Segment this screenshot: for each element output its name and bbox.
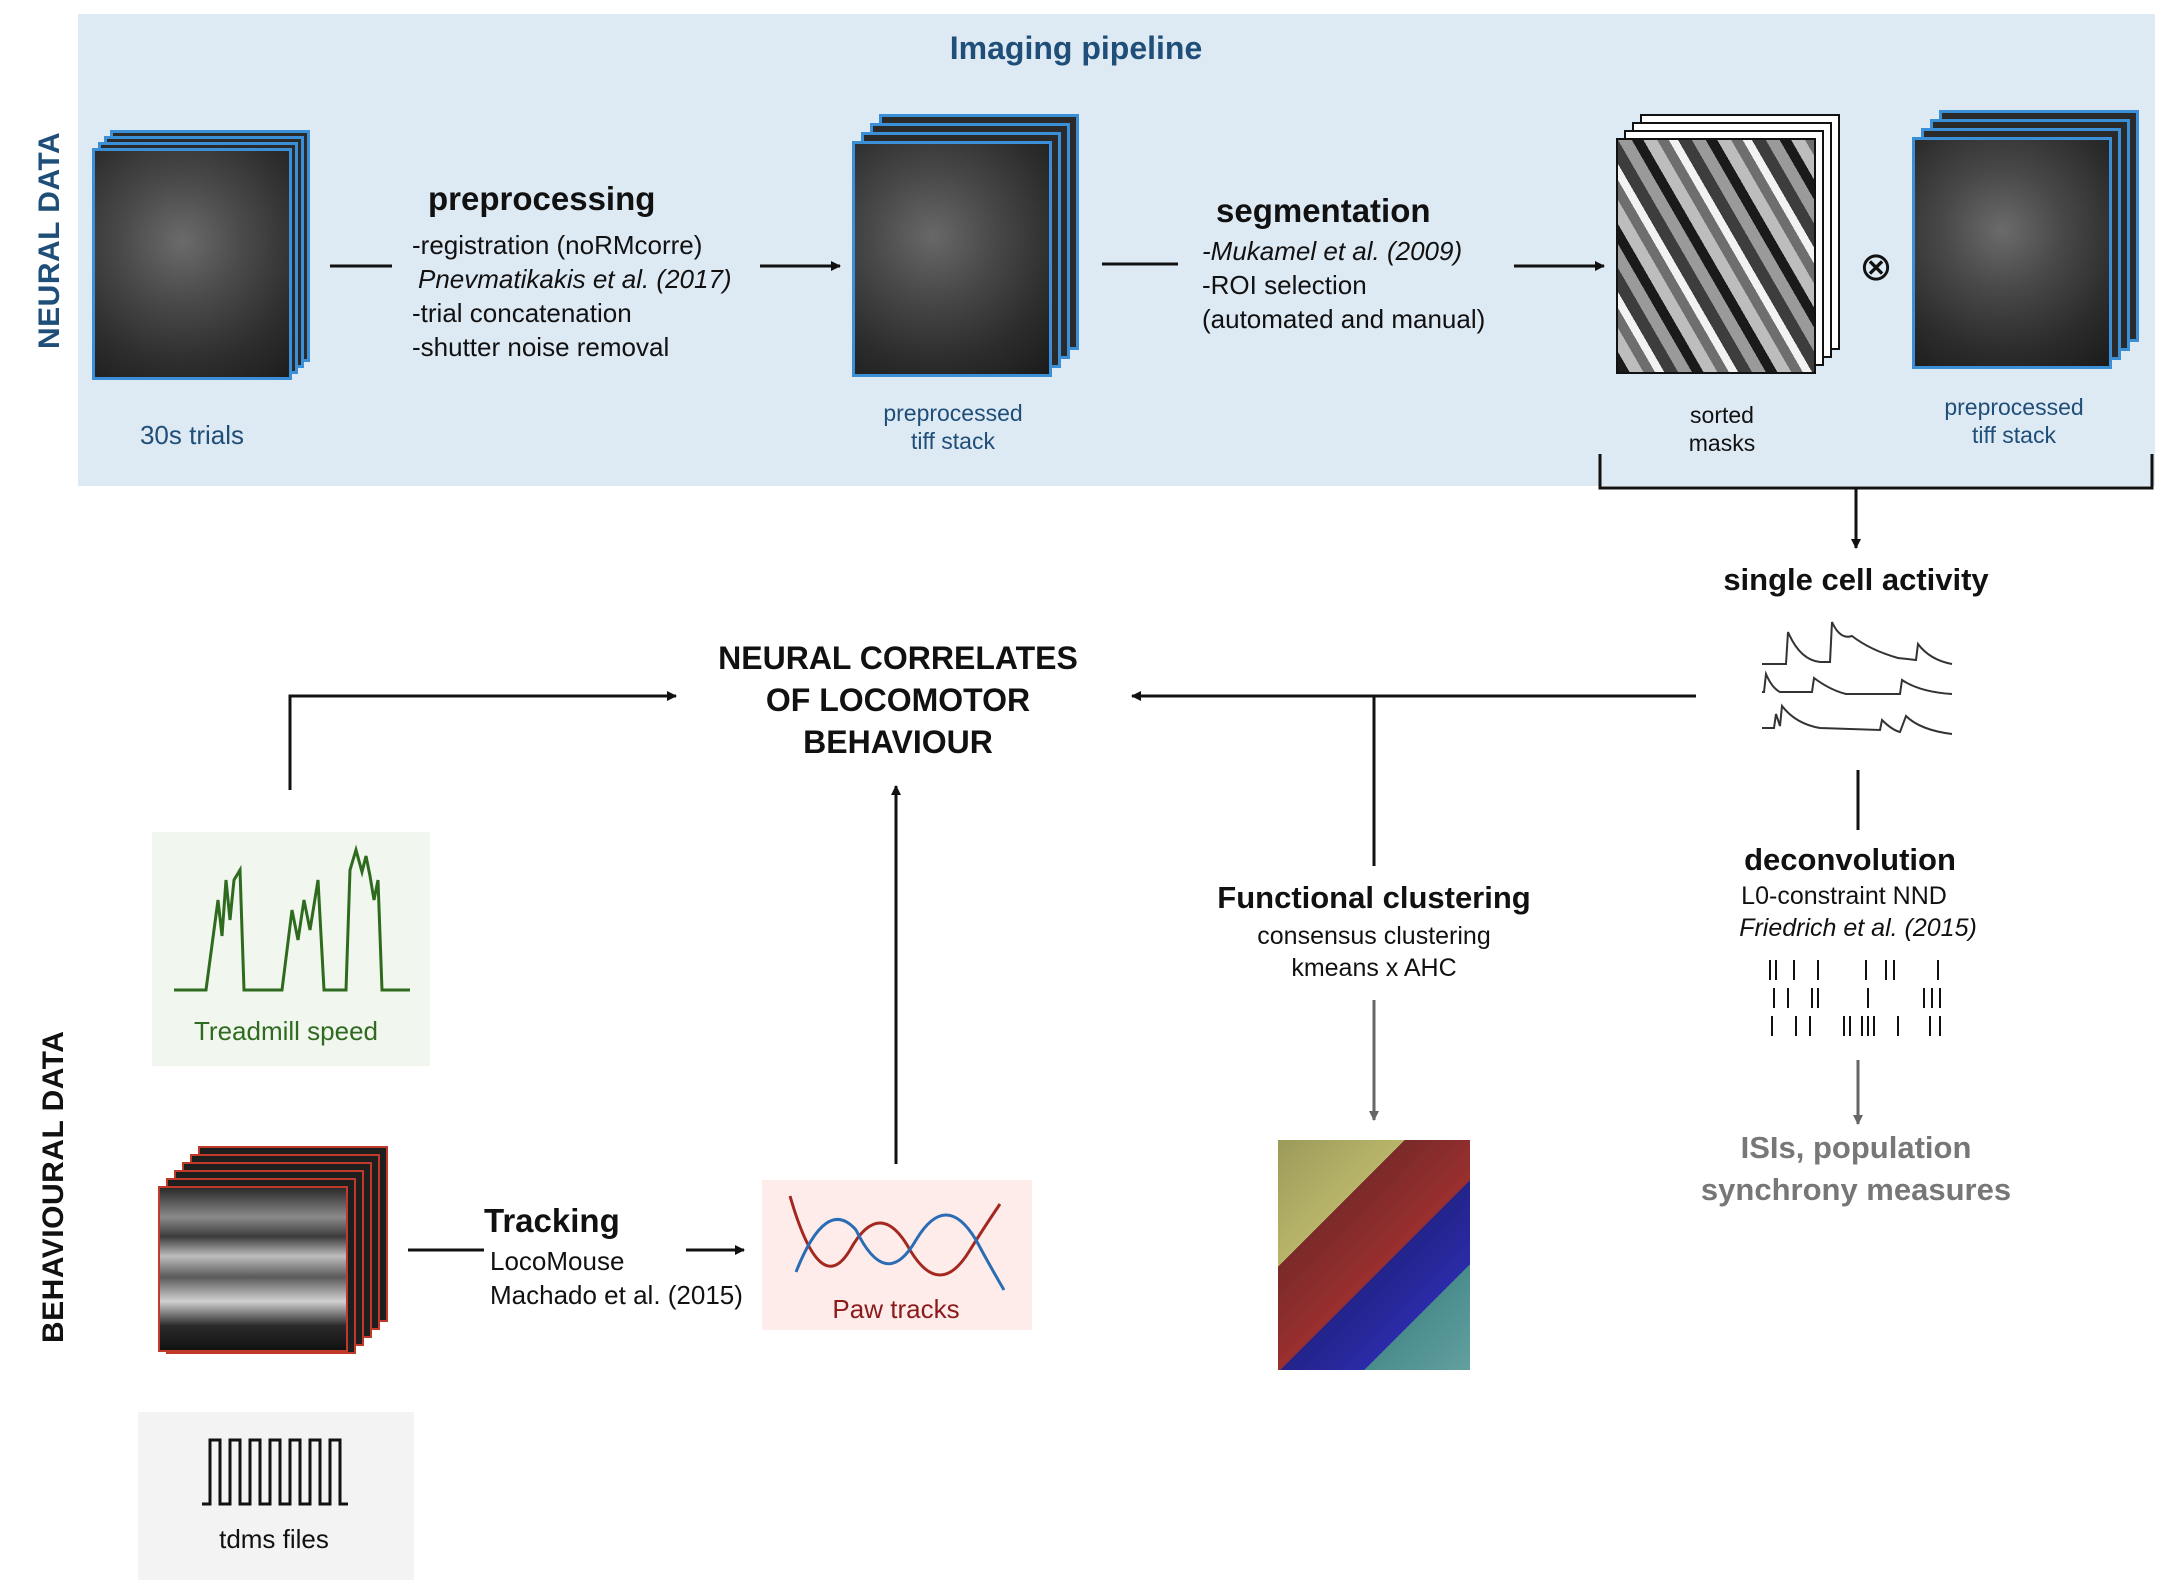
- raw-trials-stack: [92, 130, 312, 386]
- treadmill-label: Treadmill speed: [193, 1016, 379, 1046]
- cluster-map-image: [1278, 1140, 1470, 1370]
- segmentation-line2: -ROI selection: [1202, 270, 1367, 300]
- paw-trace-red: [788, 1195, 1002, 1277]
- functional-clustering-line1: consensus clustering: [1257, 922, 1491, 950]
- masks-label-1: sorted: [1690, 402, 1754, 428]
- sorted-masks-stack: [1616, 114, 1848, 384]
- segmentation-line3: (automated and manual): [1202, 304, 1486, 334]
- preprocessed-label-2: tiff stack: [911, 428, 995, 454]
- functional-clustering-line2: kmeans x AHC: [1291, 954, 1457, 982]
- preprocessing-line3: -trial concatenation: [412, 298, 632, 328]
- preprocessed2-label-1: preprocessed: [1944, 394, 2084, 420]
- single-cell-heading: single cell activity: [1723, 562, 1989, 597]
- behaviour-video-stack: [158, 1146, 394, 1354]
- preprocessed2-label-2: tiff stack: [1972, 422, 2056, 448]
- treadmill-speed-trace: [174, 844, 410, 992]
- arrow-treadmill-to-center: [288, 691, 677, 790]
- preprocessed-stack: [852, 114, 1084, 384]
- center-title-line2: OF LOCOMOTOR: [765, 682, 1031, 718]
- paw-tracks-box: [762, 1180, 1032, 1330]
- tdms-square-wave: [202, 1438, 348, 1506]
- deconvolution-line1: L0-constraint NND: [1741, 882, 1947, 910]
- paw-tracks-label: Paw tracks: [832, 1294, 960, 1324]
- bracket: [1598, 454, 2154, 490]
- tracking-line1: LocoMouse: [490, 1246, 625, 1276]
- paw-trace-blue: [794, 1213, 1006, 1291]
- tdms-label: tdms files: [219, 1524, 329, 1554]
- calcium-traces: [1762, 621, 1953, 735]
- center-title-line3: BEHAVIOUR: [803, 724, 993, 760]
- segmentation-line1: -Mukamel et al. (2009): [1202, 236, 1463, 266]
- multiply-operator-icon: ⊗: [1859, 244, 1893, 290]
- treadmill-box: [152, 832, 430, 1066]
- preprocessing-line4: -shutter noise removal: [412, 332, 670, 362]
- preprocessing-heading: preprocessing: [428, 180, 656, 217]
- functional-clustering-heading: Functional clustering: [1217, 880, 1531, 915]
- preprocessed-label-1: preprocessed: [883, 400, 1023, 426]
- isi-line2: synchrony measures: [1700, 1172, 2012, 1207]
- imaging-pipeline-title: Imaging pipeline: [949, 30, 1203, 66]
- isi-line1: ISIs, population: [1740, 1130, 1972, 1165]
- segmentation-heading: segmentation: [1216, 192, 1431, 229]
- center-title-line1: NEURAL CORRELATES: [718, 640, 1078, 676]
- tracking-line2: Machado et al. (2015): [490, 1280, 743, 1310]
- tracking-heading: Tracking: [484, 1202, 620, 1239]
- deconvolution-heading: deconvolution: [1744, 842, 1956, 877]
- masks-label-2: masks: [1688, 430, 1756, 456]
- preprocessing-line1: -registration (noRMcorre): [412, 230, 703, 260]
- spike-raster: [1769, 960, 1941, 1036]
- preprocessed-stack-2: [1912, 110, 2144, 380]
- deconvolution-line2: Friedrich et al. (2015): [1739, 914, 1977, 942]
- raw-trials-label: 30s trials: [139, 420, 245, 450]
- preprocessing-line2: Pnevmatikakis et al. (2017): [418, 264, 732, 294]
